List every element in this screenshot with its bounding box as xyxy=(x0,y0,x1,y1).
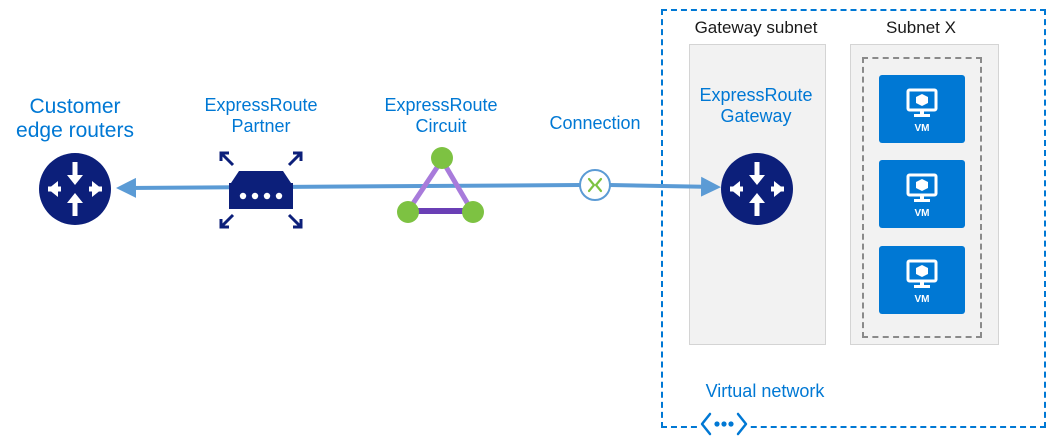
partner-label: ExpressRoute Partner xyxy=(204,95,318,136)
circuit-triangle-icon xyxy=(397,147,484,223)
subnet-x-vm-group xyxy=(862,57,982,338)
virtual-network-label: Virtual network xyxy=(705,381,825,401)
vm-tile: VM xyxy=(879,246,965,314)
router-icon xyxy=(721,153,793,225)
vm-tile: VM xyxy=(879,160,965,228)
connection-icon xyxy=(579,169,611,201)
gateway-subnet-title: Gateway subnet xyxy=(694,18,818,37)
gateway-label: ExpressRoute Gateway xyxy=(699,85,813,126)
vm-icon xyxy=(906,88,938,117)
link-connection-gateway xyxy=(609,176,721,197)
virtual-network-boundary xyxy=(661,9,1046,428)
vm-label: VM xyxy=(914,294,930,305)
customer-edge-label: Customer edge routers xyxy=(16,95,134,143)
partner-device-icon xyxy=(219,151,303,229)
link-customer-partner-circuit xyxy=(116,177,581,198)
vm-label: VM xyxy=(914,208,930,219)
circuit-label: ExpressRoute Circuit xyxy=(384,95,498,136)
connection-label: Connection xyxy=(549,113,641,133)
router-icon xyxy=(39,153,111,225)
vm-label: VM xyxy=(914,123,930,134)
subnet-x-title: Subnet X xyxy=(886,18,956,37)
vm-icon xyxy=(906,173,938,202)
virtual-network-icon xyxy=(698,412,750,436)
vm-icon xyxy=(906,259,938,288)
vm-tile: VM xyxy=(879,75,965,143)
